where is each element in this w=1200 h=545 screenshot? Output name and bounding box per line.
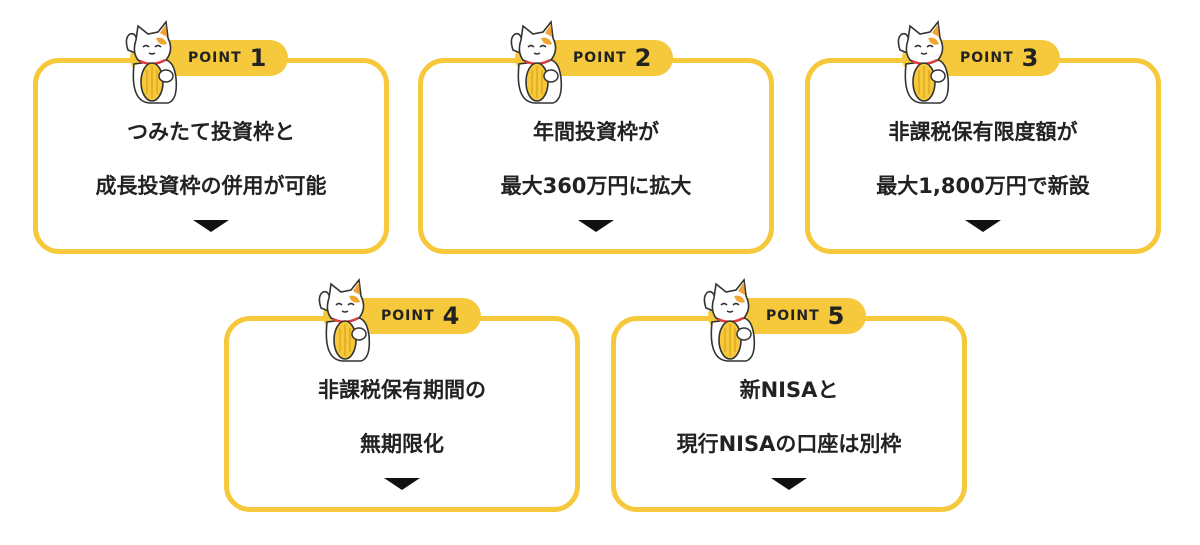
maneki-neko-cat-icon — [698, 278, 760, 364]
down-triangle-icon — [578, 220, 614, 232]
maneki-neko-cat-icon — [892, 20, 954, 106]
point-3-line-1: 非課税保有限度額が — [888, 120, 1078, 144]
point-4-line-2: 無期限化 — [360, 432, 444, 456]
point-card-4: 非課税保有期間の 無期限化 — [224, 316, 580, 512]
point-number: 4 — [442, 302, 460, 330]
point-card-5: 新NISAと 現行NISAの口座は別枠 — [611, 316, 967, 512]
point-label: POINT — [960, 50, 1014, 66]
point-card-3: 非課税保有限度額が 最大1,800万円で新設 — [805, 58, 1161, 254]
point-2-line-2: 最大360万円に拡大 — [500, 174, 692, 198]
point-1-line-2: 成長投資枠の併用が可能 — [95, 174, 327, 198]
point-5-line-2: 現行NISAの口座は別枠 — [676, 432, 902, 456]
maneki-neko-cat-icon — [313, 278, 375, 364]
point-number: 5 — [827, 302, 845, 330]
maneki-neko-cat-icon — [120, 20, 182, 106]
down-triangle-icon — [193, 220, 229, 232]
down-triangle-icon — [771, 478, 807, 490]
point-3-line-2: 最大1,800万円で新設 — [876, 174, 1090, 198]
point-4-line-1: 非課税保有期間の — [318, 378, 486, 402]
point-number: 1 — [249, 44, 267, 72]
down-triangle-icon — [965, 220, 1001, 232]
point-card-2: 年間投資枠が 最大360万円に拡大 — [418, 58, 774, 254]
maneki-neko-cat-icon — [505, 20, 567, 106]
point-label: POINT — [381, 308, 435, 324]
point-label: POINT — [573, 50, 627, 66]
point-5-line-1: 新NISAと — [739, 378, 839, 402]
point-number: 3 — [1021, 44, 1039, 72]
point-2-line-1: 年間投資枠が — [533, 120, 659, 144]
point-number: 2 — [634, 44, 652, 72]
point-label: POINT — [766, 308, 820, 324]
point-1-line-1: つみたて投資枠と — [127, 120, 295, 144]
point-card-1: つみたて投資枠と 成長投資枠の併用が可能 — [33, 58, 389, 254]
down-triangle-icon — [384, 478, 420, 490]
point-label: POINT — [188, 50, 242, 66]
